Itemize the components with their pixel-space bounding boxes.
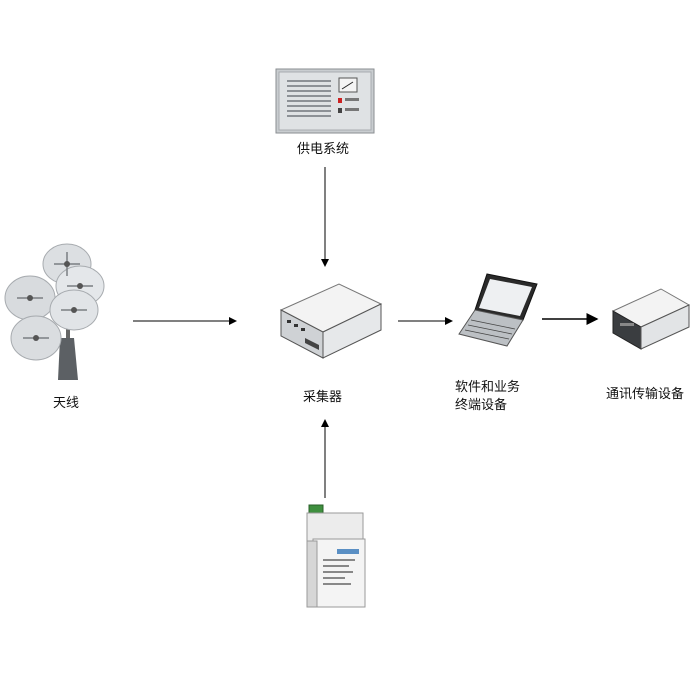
- terminal-label-line2: 终端设备: [455, 398, 508, 413]
- power-supply-icon: [275, 68, 375, 134]
- collector-box-icon: [279, 283, 383, 359]
- din-rail-module-icon: [306, 504, 366, 608]
- antenna-label: 天线: [53, 396, 80, 411]
- terminal-label-line1: 软件和业务: [455, 380, 521, 395]
- power-supply-node: [275, 68, 375, 134]
- antenna-array-icon: [4, 243, 105, 380]
- collector-label: 采集器: [303, 390, 343, 405]
- sensor-node: [305, 503, 367, 611]
- laptop-icon: [458, 273, 538, 347]
- comm-node: [611, 287, 691, 351]
- terminal-node: [457, 272, 539, 348]
- power-supply-label: 供电系统: [297, 142, 350, 157]
- antenna-node: [2, 238, 112, 380]
- comm-label: 通讯传输设备: [606, 387, 685, 402]
- collector-node: [277, 282, 385, 362]
- comm-device-icon: [611, 288, 691, 350]
